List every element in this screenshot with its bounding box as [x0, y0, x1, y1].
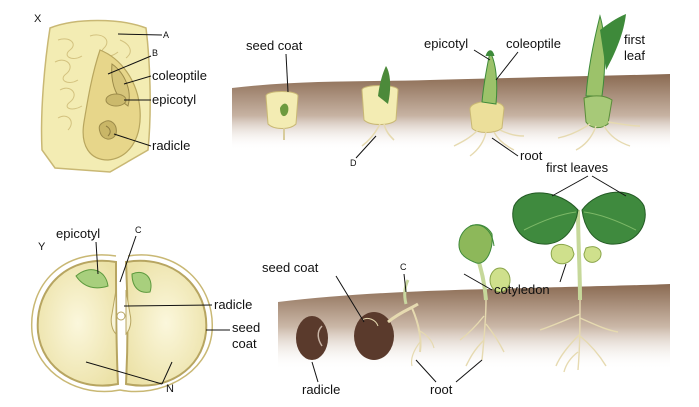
label-bottom-seed-coat: seed coat [262, 260, 319, 275]
corn-stage-2 [361, 66, 399, 147]
bean-seed-section [31, 254, 213, 393]
label-x-marker: X [34, 13, 42, 25]
label-top-seed-coat: seed coat [246, 38, 303, 53]
label-corn-radicle: radicle [152, 138, 190, 153]
label-d-marker: D [350, 158, 357, 168]
corn-stage-1 [265, 91, 299, 140]
corn-kernel-section [40, 19, 151, 173]
label-n-marker: N [166, 383, 174, 395]
label-top-coleoptile: coleoptile [506, 36, 561, 51]
label-top-root: root [520, 148, 543, 163]
label-a-marker: A [163, 30, 169, 40]
label-bottom-radicle: radicle [302, 382, 340, 397]
label-bottom-first-leaves: first leaves [546, 160, 609, 175]
corn-stage-4 [557, 14, 641, 151]
bean-stage-2 [354, 279, 435, 367]
corn-stage-3 [453, 50, 525, 157]
label-b-marker: B [152, 48, 158, 58]
label-top-first-leaf-1: first [624, 32, 645, 47]
bean-stage-4 [512, 191, 646, 373]
label-c-marker-top: C [135, 225, 142, 235]
label-top-epicotyl: epicotyl [424, 36, 468, 51]
label-corn-coleoptile: coleoptile [152, 68, 207, 83]
label-bean-radicle: radicle [214, 297, 252, 312]
label-bean-seed-1: seed [232, 320, 260, 335]
label-bottom-cotyledon: cotyledon [494, 282, 550, 297]
label-c-marker-bottom: C [400, 262, 407, 272]
label-bean-epicotyl: epicotyl [56, 226, 100, 241]
label-corn-epicotyl: epicotyl [152, 92, 196, 107]
soil-layer-top [232, 74, 670, 150]
bean-stage-3 [458, 224, 511, 367]
label-bean-seed-2: coat [232, 336, 257, 351]
label-top-first-leaf-2: leaf [624, 48, 645, 63]
bean-stage-1 [296, 316, 328, 360]
label-y-marker: Y [38, 241, 46, 253]
label-bottom-root: root [430, 382, 453, 397]
